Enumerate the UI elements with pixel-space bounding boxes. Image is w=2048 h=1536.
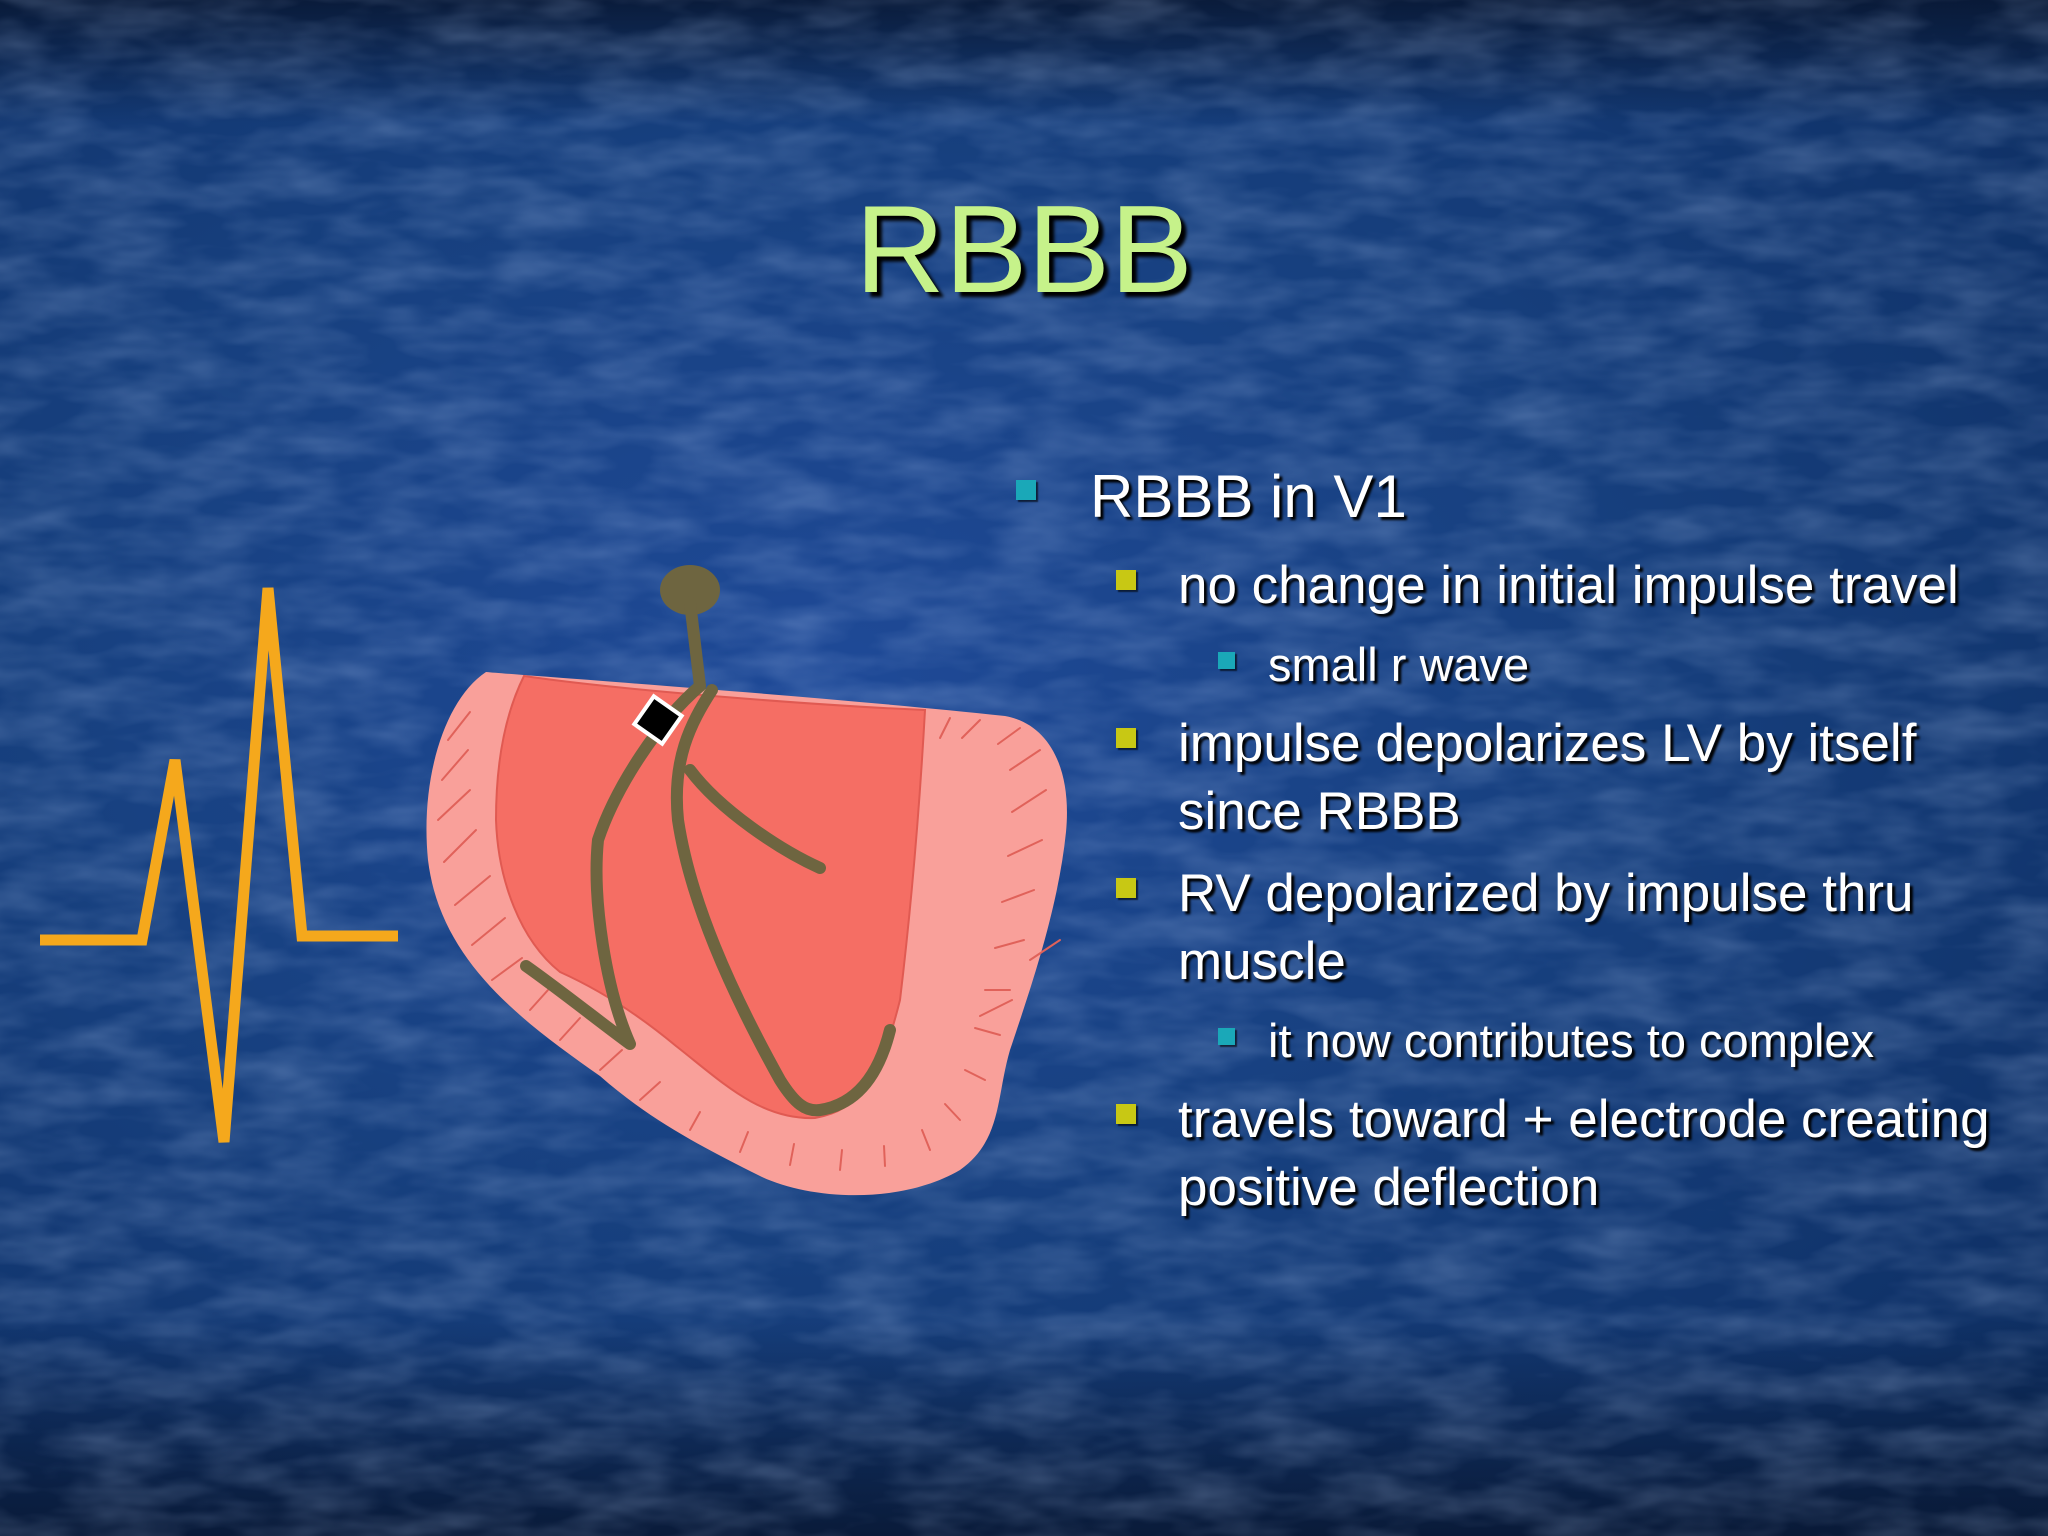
bullet-square-icon [1116,728,1136,748]
ecg-waveform-icon [40,588,398,1142]
bullet-positive-deflection: travels toward + electrode creating posi… [1010,1086,2010,1222]
bullet-text: small r wave [1268,638,1529,691]
bullet-rv-depolarization: RV depolarized by impulse thru muscle [1010,860,2010,996]
bullet-square-icon [1116,878,1136,898]
bullet-text: it now contributes to complex [1268,1014,1874,1067]
bullet-initial-impulse: no change in initial impulse travel [1010,552,2010,620]
heart-cross-section-icon [426,565,1066,1195]
bullet-text: impulse depolarizes LV by itself since R… [1178,714,1916,841]
bullet-square-icon [1116,1104,1136,1124]
bullet-text: RBBB in V1 [1090,463,1407,530]
bullet-square-icon [1016,480,1036,500]
bullet-text: travels toward + electrode creating posi… [1178,1090,1990,1217]
heart-inner-chamber [496,676,925,1118]
bullet-text: RV depolarized by impulse thru muscle [1178,864,1914,991]
bullet-contributes-to-complex: it now contributes to complex [1010,1010,2010,1072]
his-bundle [690,602,700,686]
bullet-small-r-wave: small r wave [1010,634,2010,696]
bullet-square-icon [1218,652,1235,669]
bullet-lv-depolarization: impulse depolarizes LV by itself since R… [1010,710,2010,846]
bullet-square-icon [1116,570,1136,590]
bullet-list: RBBB in V1 no change in initial impulse … [1010,460,2010,1236]
bullet-text: no change in initial impulse travel [1178,556,1959,615]
bullet-rbbb-in-v1: RBBB in V1 [1010,460,2010,534]
bullet-square-icon [1218,1028,1235,1045]
